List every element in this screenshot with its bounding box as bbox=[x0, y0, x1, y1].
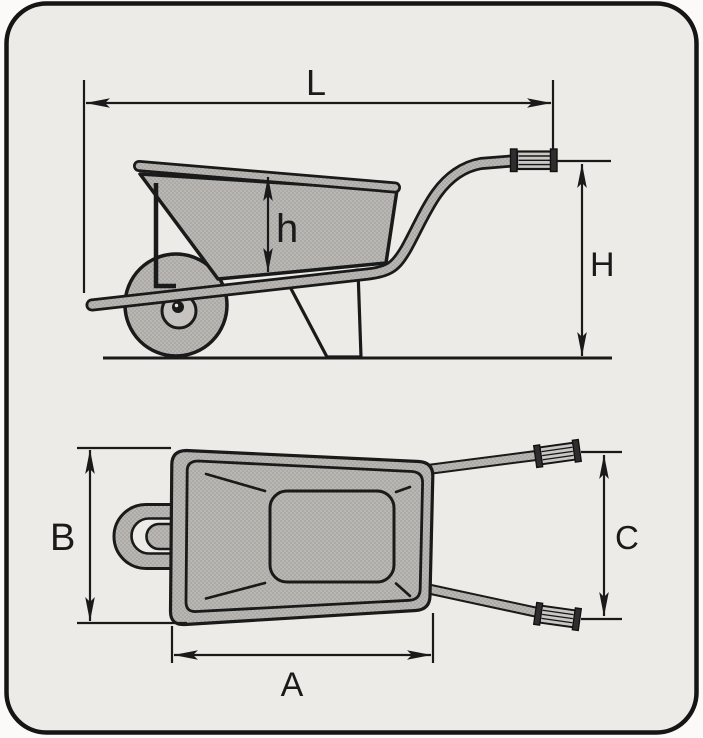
tray-floor bbox=[268, 489, 396, 584]
frame-handle-bar bbox=[85, 154, 519, 312]
handle-upper bbox=[423, 449, 541, 476]
tray-corner-creases bbox=[204, 472, 412, 600]
dimension-label-h: h bbox=[276, 207, 298, 251]
dimension-label-L: L bbox=[306, 62, 326, 103]
dimension-A: A bbox=[170, 613, 435, 704]
top-view: B C A bbox=[50, 438, 639, 704]
handle-lower bbox=[422, 582, 542, 619]
dimension-label-C: C bbox=[615, 519, 639, 556]
wheel-axle bbox=[172, 301, 184, 313]
dimension-h: h bbox=[263, 176, 298, 273]
wheel-axle-center bbox=[174, 303, 179, 308]
tray-strut bbox=[153, 183, 176, 289]
handle-grip-side bbox=[509, 148, 558, 173]
dimension-L: L bbox=[82, 62, 555, 293]
handle-grip-upper bbox=[532, 438, 583, 469]
dimension-C: C bbox=[581, 450, 639, 621]
dimension-label-H: H bbox=[590, 246, 615, 284]
handle-grip-lower bbox=[532, 601, 583, 632]
dimension-B: B bbox=[50, 446, 187, 625]
tray-inner-rim bbox=[184, 459, 425, 613]
dimension-H: H bbox=[556, 159, 615, 357]
dimension-label-B: B bbox=[50, 517, 75, 559]
side-view: L h H bbox=[82, 62, 615, 360]
dimension-label-A: A bbox=[281, 666, 304, 704]
